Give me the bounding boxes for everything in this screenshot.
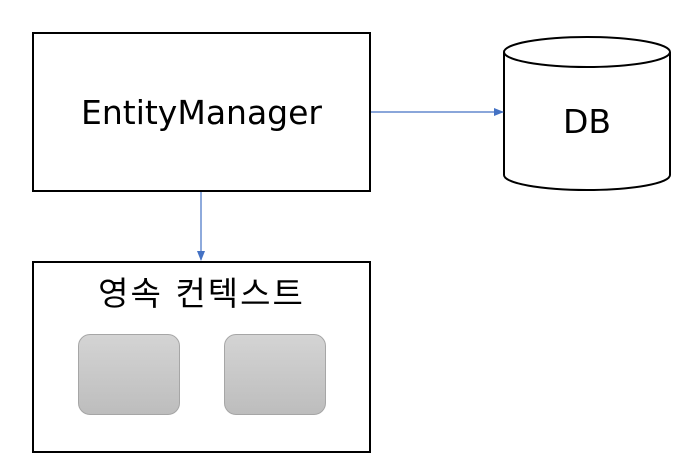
db-label: DB [562,102,612,141]
db-cylinder-icon [503,36,671,191]
entity-manager-label: EntityManager [81,92,322,132]
persistence-context-box: 영속 컨텍스트 [32,261,371,453]
persistence-context-title: 영속 컨텍스트 [98,274,305,313]
entity-manager-box: EntityManager [32,32,371,192]
entity-block [78,334,180,415]
entity-block [224,334,326,415]
